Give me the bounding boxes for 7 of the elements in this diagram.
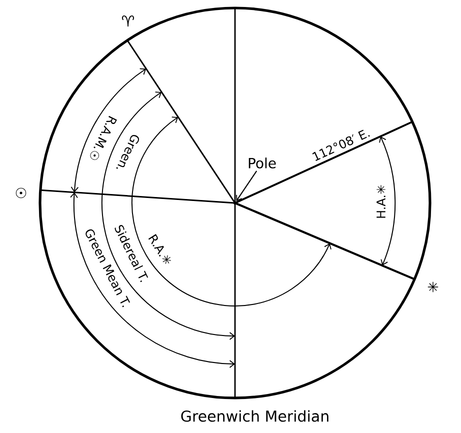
meridian-label: Greenwich Meridian: [181, 410, 328, 422]
sun-symbol: ☉: [16, 188, 26, 198]
pole-label: Pole: [248, 158, 276, 168]
star-symbol: ✳: [428, 282, 438, 292]
leader-arrow: [236, 170, 258, 202]
arc-label: H.A.✳: [376, 185, 386, 218]
aries-symbol: ♈: [122, 16, 134, 26]
